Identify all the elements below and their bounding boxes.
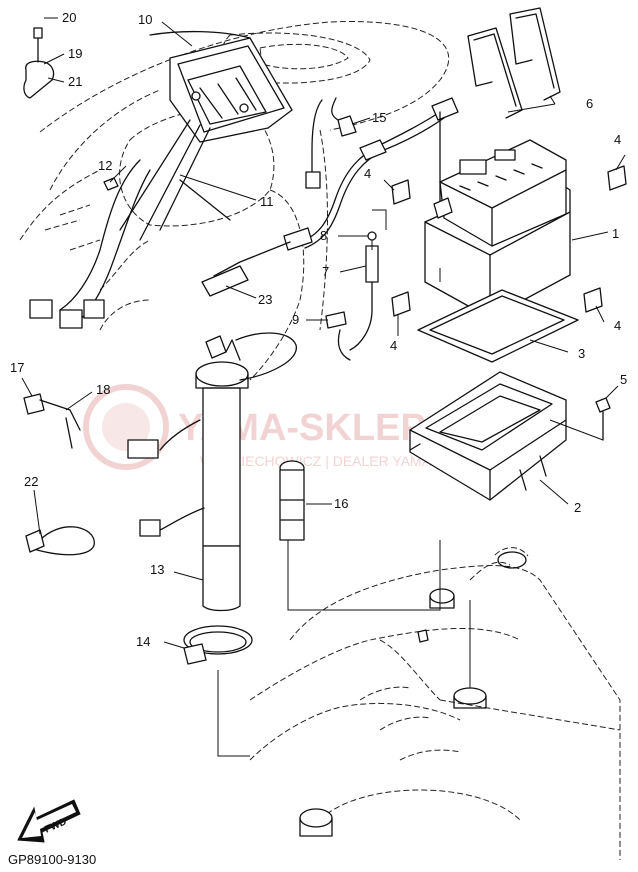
callout-7: 7 [322, 264, 329, 279]
fuel-tank [249, 547, 621, 860]
callout-12: 12 [98, 158, 112, 173]
callout-23: 23 [258, 292, 272, 307]
callout-18: 18 [96, 382, 110, 397]
part-6-battery-straps [467, 7, 561, 119]
callout-2: 2 [574, 500, 581, 515]
part-19-21-clamp [23, 27, 55, 99]
part-16-sensor [279, 460, 305, 541]
callout-14: 14 [136, 634, 150, 649]
part-15-fuse-holder [305, 97, 357, 189]
upper-deck-outline [19, 21, 450, 381]
watermark-logo [83, 384, 169, 470]
callout-13: 13 [150, 562, 164, 577]
part-1-battery [424, 139, 571, 319]
assembly-lines [217, 209, 604, 757]
callout-20: 20 [62, 10, 76, 25]
callout-16: 16 [334, 496, 348, 511]
part-14-hose-clamp [183, 625, 253, 665]
callout-22: 22 [24, 474, 38, 489]
part-17-18-cable-tie [23, 393, 81, 449]
part-13-fuel-sender [127, 332, 297, 612]
callout-17: 17 [10, 360, 24, 375]
callout-9: 9 [292, 312, 299, 327]
fwd-arrow: FWD [17, 799, 81, 843]
callout-3: 3 [578, 346, 585, 361]
part-11-wire-harness [29, 119, 231, 329]
callout-4-bottom-right: 4 [614, 318, 621, 333]
watermark-sub: WOJCIECHOWICZ | DEALER YAMAHA [200, 453, 451, 469]
callout-1: 1 [612, 226, 619, 241]
diagram-code: GP89100-9130 [8, 852, 96, 867]
part-12-screw [103, 177, 119, 191]
callout-11: 11 [260, 194, 274, 209]
callout-4-top-left: 4 [364, 166, 371, 181]
part-7-vent-tube [325, 231, 379, 361]
part-10-meter-panel [149, 30, 293, 143]
callout-10: 10 [138, 12, 152, 27]
part-4-pads [391, 165, 627, 317]
callout-15: 15 [372, 110, 386, 125]
callout-19: 19 [68, 46, 82, 61]
callout-4-bottom-left: 4 [390, 338, 397, 353]
part-3-battery-pad [417, 289, 579, 363]
callout-4-top-right: 4 [614, 132, 621, 147]
part-2-battery-box [409, 371, 567, 501]
callout-leaders [21, 17, 626, 649]
part-22-cable-tie [25, 526, 95, 556]
callout-8: 8 [320, 228, 327, 243]
part-23-battery-lead [201, 97, 459, 297]
callout-5: 5 [620, 372, 627, 387]
callout-6: 6 [586, 96, 593, 111]
part-5-bolt [595, 397, 611, 441]
callout-numbers: 20 19 21 10 12 11 15 6 4 4 1 8 7 23 9 4 … [10, 10, 627, 649]
callout-21: 21 [68, 74, 82, 89]
